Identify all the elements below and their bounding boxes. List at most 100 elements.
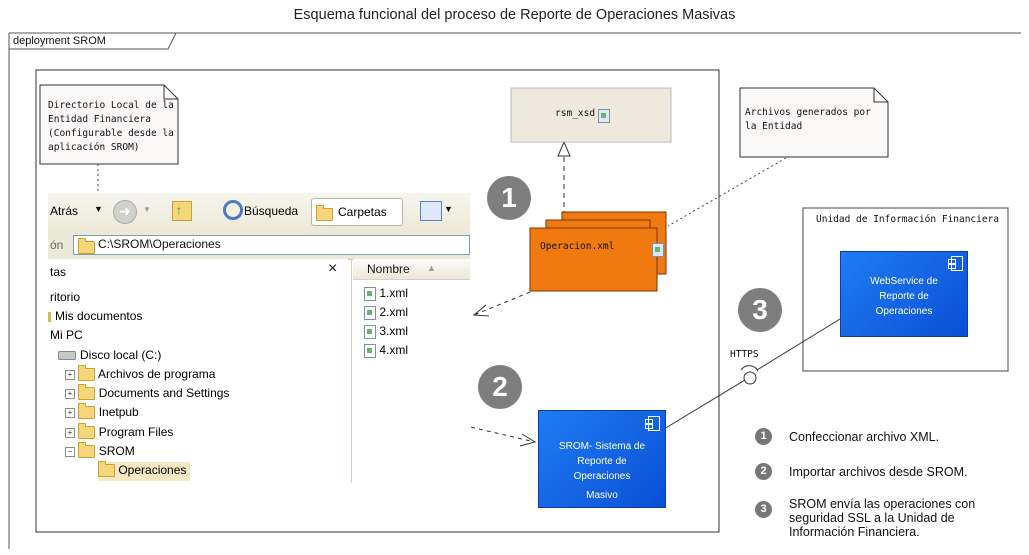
folders-panel-header: tas × [48,259,348,283]
rsm-xsd-label: rsm_xsd [555,108,596,119]
note-files-shape [739,87,889,158]
back-dropdown-icon[interactable]: ▼ [94,204,103,214]
https-label: HTTPS [730,349,759,360]
note-local-dir-shape [39,84,179,165]
tree-item-local-disk[interactable]: Disco local (C:) [58,348,161,362]
column-header[interactable]: Nombre ▲ [353,259,470,280]
tree-item-srom[interactable]: − SROM [65,442,135,459]
tree-item-program-files-es[interactable]: + Archivos de programa [65,365,216,382]
back-button[interactable]: Atrás [50,204,79,218]
panel-title: tas [50,265,67,279]
deployment-container [35,69,720,533]
address-bar-row: ón C:\SROM\Operaciones [48,231,470,260]
xml-file-icon [364,324,376,339]
views-icon[interactable] [420,201,442,221]
folder-icon [316,205,333,222]
webservice-component: WebService de Reporte de Operaciones [840,251,968,337]
views-dropdown-icon[interactable]: ▼ [444,204,453,214]
folder-icon [78,423,96,440]
file-name: 2.xml [379,305,409,319]
step-two-badge: 2 [478,365,522,409]
document-icon [652,242,665,257]
folders-label: Carpetas [338,205,387,219]
folders-button[interactable]: Carpetas [311,198,403,226]
legend-badge: 3 [755,501,772,518]
up-folder-icon[interactable] [172,201,192,221]
tree-label: Documents and Settings [98,386,230,400]
expand-icon[interactable]: + [65,407,75,418]
folder-icon [78,365,96,382]
address-input[interactable]: C:\SROM\Operaciones [73,235,470,255]
frame-label: deployment SROM [13,35,106,47]
note-line: Archivos generados por [745,107,871,118]
document-icon [598,108,610,123]
tree-label: Archivos de programa [98,367,216,381]
note-line: la Entidad [745,121,803,132]
column-name-header[interactable]: Nombre [367,262,410,276]
tree-label: Mis documentos [55,309,143,323]
search-button[interactable]: Búsqueda [244,204,299,218]
tree-label: Disco local (C:) [80,348,162,362]
tree-item-documents[interactable]: Mis documentos [48,309,142,323]
srom-line: Reporte de [577,456,627,467]
component-icon [645,416,660,431]
srom-line: Masivo [586,490,618,501]
legend-badge: 1 [755,428,772,445]
step-three-badge: 3 [738,288,782,332]
legend-line: SROM envía las operaciones con [789,497,976,511]
tree-label: Operaciones [118,463,187,477]
sort-ascending-icon: ▲ [427,263,436,273]
component-icon [948,256,963,271]
close-icon[interactable]: × [328,260,338,277]
legend-line: Confeccionar archivo XML. [789,430,940,444]
legend-badge: 2 [755,463,772,480]
tree-item-operaciones[interactable]: Operaciones [98,461,191,481]
explorer-toolbar: Atrás ▼ ➜ ▼ ↑ Búsqueda Carpetas ▼ [48,193,470,232]
legend-item-2: Importar archivos desde SROM. [789,465,968,479]
file-item[interactable]: 2.xml [364,305,408,320]
address-value: C:\SROM\Operaciones [98,237,221,251]
srom-component: SROM- Sistema de Reporte de Operaciones … [538,410,666,508]
forward-dropdown-icon[interactable]: ▼ [143,205,151,214]
legend-item-1: Confeccionar archivo XML. [789,430,939,444]
folder-icon [78,403,96,420]
expand-icon[interactable]: + [65,388,75,399]
tree-item-documents-settings[interactable]: + Documents and Settings [65,384,230,401]
collapse-icon[interactable]: − [65,446,75,457]
file-name: 4.xml [379,343,409,357]
folder-icon [78,442,96,459]
operacion-xml-box [529,227,658,292]
operacion-xml-label: Operacion.xml [540,241,615,252]
legend-line: Información Financiera. [789,525,920,539]
srom-line: SROM- Sistema de [558,441,646,452]
note-files: Archivos generados por la Entidad [745,106,871,134]
rsm-xsd-box [510,87,672,143]
note-line: (Configurable desde la [48,128,174,139]
tree-item-program-files[interactable]: + Program Files [65,423,173,440]
uif-label: Unidad de Información Financiera [816,214,1000,225]
forward-arrow-icon[interactable]: ➜ [113,200,137,224]
file-name: 1.xml [379,286,409,300]
explorer-window: Atrás ▼ ➜ ▼ ↑ Búsqueda Carpetas ▼ ón C:\… [48,193,470,483]
diagram-title: Esquema funcional del proceso de Reporte… [293,7,736,23]
tree-item-desktop[interactable]: ritorio [50,290,81,304]
step-one-badge: 1 [487,176,531,220]
expand-icon[interactable]: + [65,427,75,438]
file-item[interactable]: 1.xml [364,286,408,301]
webservice-line: Operaciones [875,306,933,317]
tree-label: Inetpub [98,405,139,419]
tree-item-inetpub[interactable]: + Inetpub [65,403,139,420]
search-icon[interactable] [223,200,243,220]
splitter[interactable] [351,259,352,483]
legend-line: Importar archivos desde SROM. [789,465,968,479]
note-line: Directorio Local de la [48,100,174,111]
xml-file-icon [364,343,376,358]
tree-item-my-pc[interactable]: Mi PC [50,328,83,342]
up-arrow-icon: ↑ [176,203,182,217]
drive-icon [58,351,76,361]
file-item[interactable]: 4.xml [364,343,408,358]
expand-icon[interactable]: + [65,369,75,380]
file-item[interactable]: 3.xml [364,324,408,339]
srom-line: Operaciones [573,471,631,482]
